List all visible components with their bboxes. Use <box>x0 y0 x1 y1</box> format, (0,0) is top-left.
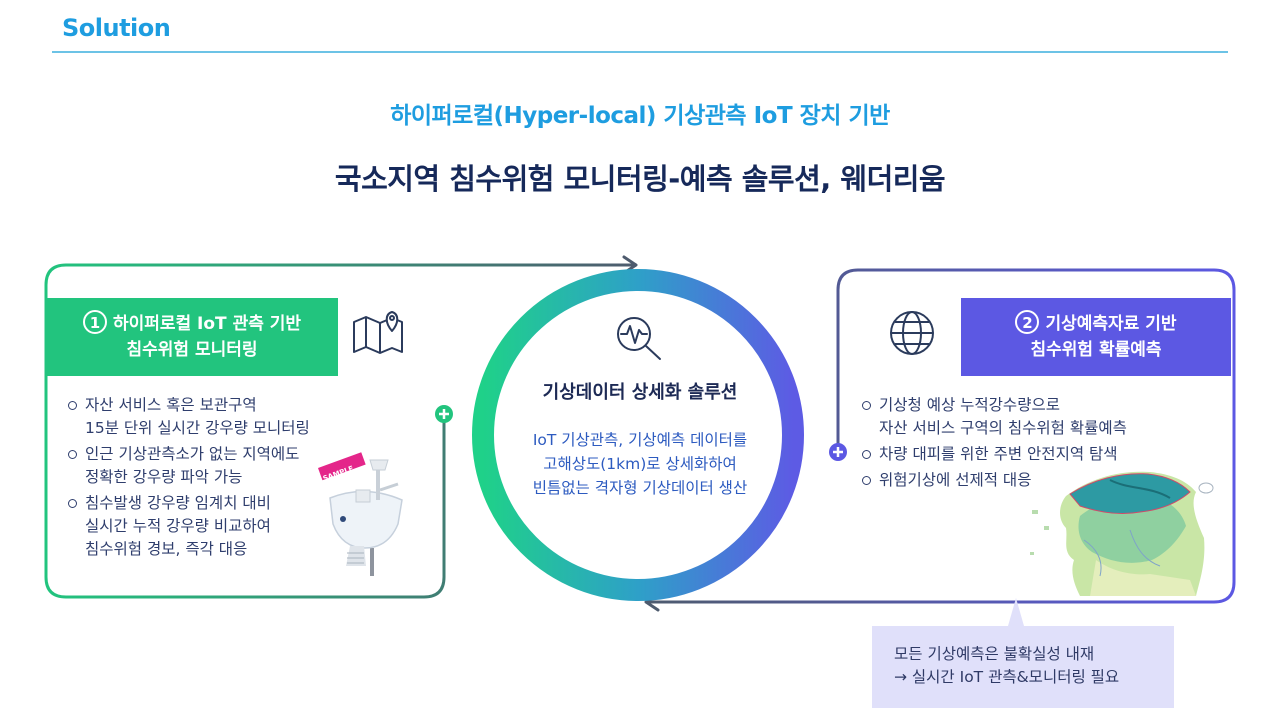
step-number: 2 <box>1015 310 1040 334</box>
monitor-search-icon <box>617 317 661 360</box>
note-line1: 모든 기상예측은 불확실성 내재 <box>894 645 1095 663</box>
left-panel-border <box>44 263 636 599</box>
step-number: 1 <box>82 310 107 334</box>
list-item: 침수발생 강우량 임계치 대비 실시간 누적 강우량 비교하여 침수위험 경보,… <box>67 492 367 561</box>
globe-icon <box>890 311 934 355</box>
left-panel-title-line2: 침수위험 모니터링 <box>126 340 258 360</box>
center-title: 기상데이터 상세화 솔루션 <box>542 382 738 403</box>
left-panel-title-line1: 하이퍼로컬 IoT 관측 기반 <box>112 314 302 334</box>
header-divider <box>52 51 1228 53</box>
right-panel-title-line2: 침수위험 확률예측 <box>1030 340 1162 360</box>
note-line2: → 실시간 IoT 관측&모니터링 필요 <box>894 668 1120 686</box>
plus-icon <box>435 405 453 423</box>
right-panel-border <box>646 268 1236 604</box>
center-description: IoT 기상관측, 기상예측 데이터를 고해상도(1km)로 상세화하여 빈틈없… <box>532 431 748 497</box>
map-pin-icon <box>353 311 403 354</box>
weather-device-image <box>318 452 403 576</box>
plus-icon <box>829 443 847 461</box>
page-title: 국소지역 침수위험 모니터링-예측 솔루션, 웨더리움 <box>334 162 946 196</box>
note-pointer <box>1008 598 1024 626</box>
list-item: 기상청 예상 누적강수량으로 자산 서비스 구역의 침수위험 확률예측 <box>861 394 1191 440</box>
right-bullet-list: 기상청 예상 누적강수량으로 자산 서비스 구역의 침수위험 확률예측 차량 대… <box>861 394 1191 495</box>
section-title: Solution <box>62 14 171 42</box>
list-item: 인근 기상관측소가 없는 지역에도 정확한 강우량 파악 가능 <box>67 443 367 489</box>
right-panel-title-line1: 기상예측자료 기반 <box>1045 314 1177 334</box>
subtitle: 하이퍼로컬(Hyper-local) 기상관측 IoT 장치 기반 <box>390 103 890 129</box>
list-item: 위험기상에 선제적 대응 <box>861 469 1191 492</box>
korea-map-image <box>1030 471 1214 596</box>
list-item: 차량 대피를 위한 주변 안전지역 탐색 <box>861 443 1191 466</box>
left-bullet-list: 자산 서비스 혹은 보관구역 15분 단위 실시간 강우량 모니터링 인근 기상… <box>67 394 367 564</box>
center-ring <box>472 269 804 601</box>
list-item: 자산 서비스 혹은 보관구역 15분 단위 실시간 강우량 모니터링 <box>67 394 367 440</box>
note-callout: 모든 기상예측은 불확실성 내재 → 실시간 IoT 관측&모니터링 필요 <box>872 626 1174 708</box>
